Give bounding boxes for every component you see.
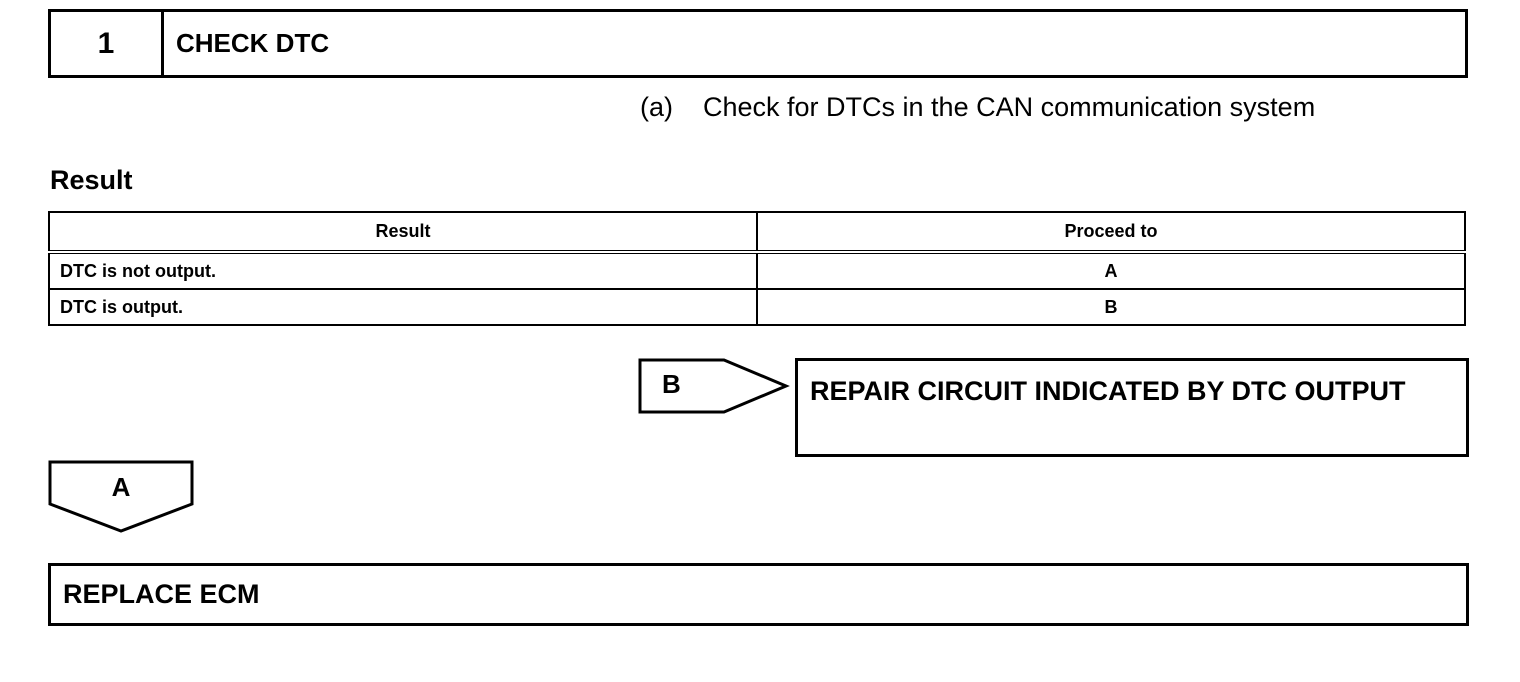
branch-a-arrow-icon [48, 460, 194, 533]
branch-a-label: A [111, 472, 131, 502]
result-cell: DTC is output. [48, 288, 758, 326]
step-header: 1 CHECK DTC [48, 9, 1468, 78]
table-row: DTC is not output. A [48, 251, 1466, 290]
result-heading: Result [50, 165, 133, 195]
table-header-row: Result Proceed to [48, 211, 1466, 254]
step-title: CHECK DTC [176, 28, 330, 58]
column-header-proceed: Proceed to [756, 211, 1466, 254]
table-row: DTC is output. B [48, 288, 1466, 326]
result-table: Result Proceed to DTC is not output. A D… [48, 211, 1466, 326]
column-header-result: Result [48, 211, 758, 254]
instruction-marker: (a) [640, 92, 673, 122]
step-number: 1 [51, 12, 164, 75]
instruction-text: Check for DTCs in the CAN communication … [703, 92, 1316, 122]
replace-ecm-box: REPLACE ECM [48, 563, 1469, 626]
proceed-cell: B [756, 288, 1466, 326]
branch-b-arrow-icon [638, 358, 790, 414]
proceed-cell: A [756, 251, 1466, 290]
result-cell: DTC is not output. [48, 251, 758, 290]
repair-circuit-box: REPAIR CIRCUIT INDICATED BY DTC OUTPUT [795, 358, 1469, 457]
instruction: (a) Check for DTCs in the CAN communicat… [640, 92, 1315, 123]
branch-b-label: B [662, 369, 681, 399]
